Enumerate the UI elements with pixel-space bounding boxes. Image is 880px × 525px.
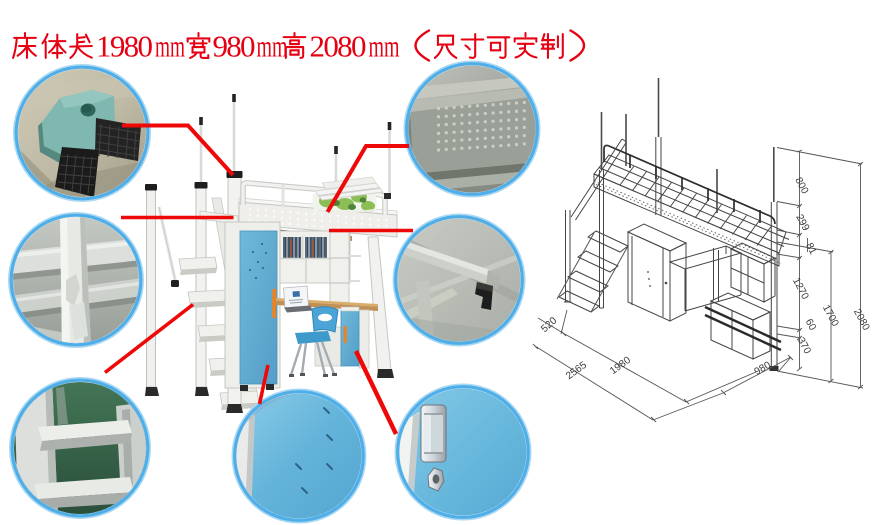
svg-text:1700: 1700	[820, 303, 841, 328]
svg-text:mm: mm	[369, 29, 400, 64]
svg-text:mm: mm	[257, 29, 288, 64]
svg-text:980: 980	[753, 360, 774, 378]
svg-text:299: 299	[793, 213, 811, 233]
svg-text:370: 370	[795, 336, 813, 356]
svg-text:60: 60	[803, 317, 818, 332]
svg-text:2080: 2080	[851, 307, 872, 332]
svg-text:81: 81	[803, 241, 818, 256]
svg-text:2080: 2080	[310, 29, 367, 64]
svg-text:2565: 2565	[564, 360, 589, 382]
svg-text:800: 800	[792, 176, 810, 196]
svg-text:1980: 1980	[608, 355, 633, 377]
svg-text:1270: 1270	[790, 276, 811, 301]
svg-text:520: 520	[539, 315, 559, 335]
svg-text:980: 980	[213, 29, 256, 64]
svg-text:mm: mm	[155, 29, 185, 64]
svg-text:1980: 1980	[96, 29, 153, 64]
